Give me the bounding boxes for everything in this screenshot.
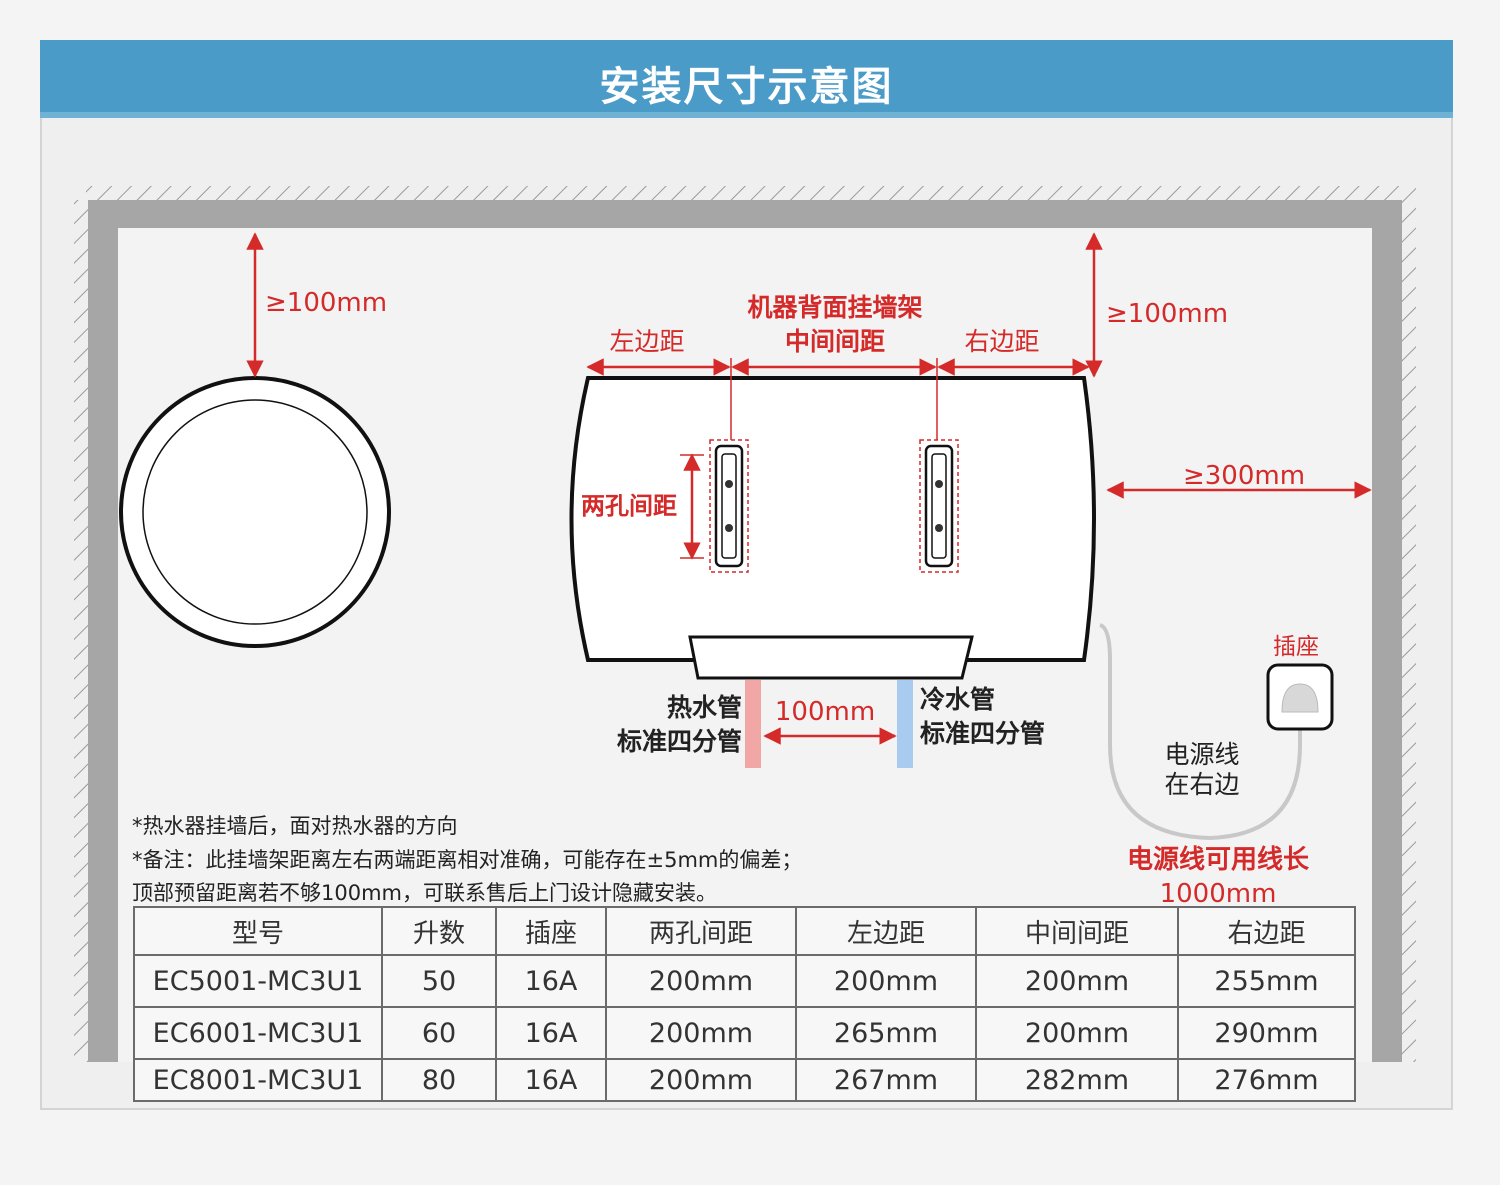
cell-left-margin: 267mm: [795, 1058, 977, 1102]
cell-socket: 16A: [495, 1058, 607, 1102]
power-cord-group: 插座 电源线 在右边 电源线可用线长 1000mm: [1099, 623, 1334, 909]
cell-middle-spacing: 282mm: [975, 1058, 1179, 1102]
cell-two-hole: 200mm: [605, 1006, 797, 1060]
header-model: 型号: [133, 906, 383, 956]
cell-middle-spacing: 200mm: [975, 954, 1179, 1008]
plug-icon: [1281, 683, 1319, 713]
header-socket: 插座: [495, 906, 607, 956]
cell-right-margin: 255mm: [1177, 954, 1356, 1008]
wall-hatch-top: [86, 186, 1416, 200]
power-cord-label: 电源线: [1164, 740, 1239, 769]
hot-pipe-label: 热水管: [667, 693, 742, 722]
title-banner: 安装尺寸示意图: [40, 40, 1453, 118]
cell-middle-spacing: 200mm: [975, 1006, 1179, 1060]
cell-socket: 16A: [495, 1006, 607, 1060]
socket-label: 插座: [1273, 634, 1319, 660]
spec-table: 型号 升数 插座 两孔间距 左边距 中间间距 右边距 EC5001-MC3U1 …: [133, 906, 1356, 1102]
pipes: 100mm 热水管 标准四分管 冷水管 标准四分管: [617, 680, 1045, 768]
table-row: EC8001-MC3U1 80 16A 200mm 267mm 282mm 27…: [133, 1058, 1356, 1102]
tank-body: [569, 376, 1096, 662]
table-header-row: 型号 升数 插座 两孔间距 左边距 中间间距 右边距: [133, 906, 1356, 956]
tank-side-outer: [119, 376, 391, 648]
right-margin-label: 右边距: [964, 327, 1039, 356]
cell-model: EC6001-MC3U1: [133, 1006, 383, 1060]
tank-side-view: ≥100mm: [119, 232, 391, 648]
cord-length-label: 电源线可用线长: [1127, 845, 1310, 875]
cell-two-hole: 200mm: [605, 1058, 797, 1102]
cold-pipe-spec: 标准四分管: [920, 719, 1045, 748]
table-row: EC6001-MC3U1 60 16A 200mm 265mm 200mm 29…: [133, 1006, 1356, 1060]
wall-bracket-right: [919, 439, 959, 573]
header-middle-spacing: 中间间距: [975, 906, 1179, 956]
cell-left-margin: 265mm: [795, 1006, 977, 1060]
rear-bracket-label: 机器背面挂墙架: [747, 293, 922, 322]
cord-length-value: 1000mm: [1160, 879, 1277, 909]
page-title: 安装尺寸示意图: [599, 64, 894, 110]
hot-water-pipe: [745, 680, 761, 768]
note-top-clearance: 顶部预留距离若不够100mm，可联系售后上门设计隐藏安装。: [132, 881, 717, 905]
table-row: EC5001-MC3U1 50 16A 200mm 200mm 200mm 25…: [133, 954, 1356, 1008]
cell-capacity: 50: [381, 954, 497, 1008]
two-hole-label: 两孔间距: [581, 492, 677, 520]
header-left-margin: 左边距: [795, 906, 977, 956]
cell-socket: 16A: [495, 954, 607, 1008]
note-tolerance: *备注：此挂墙架距离左右两端距离相对准确，可能存在±5mm的偏差；: [132, 848, 803, 872]
wall-left: [88, 200, 118, 1062]
cell-model: EC5001-MC3U1: [133, 954, 383, 1008]
header-capacity: 升数: [381, 906, 497, 956]
tank-bottom-panel: [688, 635, 974, 680]
cell-right-margin: 290mm: [1177, 1006, 1356, 1060]
wall-hatch-right: [1402, 200, 1416, 1062]
wall-top: [88, 200, 1402, 228]
note-orientation: *热水器挂墙后，面对热水器的方向: [132, 814, 458, 838]
power-cord-side-label: 在右边: [1164, 770, 1239, 799]
wall-right: [1372, 200, 1402, 1062]
cell-model: EC8001-MC3U1: [133, 1058, 383, 1102]
hot-pipe-spec: 标准四分管: [617, 727, 742, 756]
power-cord: [1099, 623, 1302, 841]
right-clearance-label: ≥300mm: [1183, 461, 1305, 491]
header-right-margin: 右边距: [1177, 906, 1356, 956]
tank-side-inner: [142, 399, 368, 625]
cell-right-margin: 276mm: [1177, 1058, 1356, 1102]
cold-water-pipe: [897, 680, 913, 768]
left-margin-label: 左边距: [609, 327, 684, 356]
header-two-hole: 两孔间距: [605, 906, 797, 956]
side-top-clearance-label: ≥100mm: [265, 288, 387, 318]
pipe-gap-label: 100mm: [775, 697, 875, 727]
cell-capacity: 80: [381, 1058, 497, 1102]
cell-left-margin: 200mm: [795, 954, 977, 1008]
middle-spacing-label: 中间间距: [785, 327, 885, 356]
top-clearance-label: ≥100mm: [1106, 299, 1228, 329]
wall-hatch-left: [74, 200, 88, 1062]
wall-bracket-left: [709, 439, 749, 573]
cell-capacity: 60: [381, 1006, 497, 1060]
cell-two-hole: 200mm: [605, 954, 797, 1008]
tank-front-view: 左边距 机器背面挂墙架 中间间距 右边距 ≥100mm ≥300mm 两孔间距: [569, 232, 1372, 680]
cold-pipe-label: 冷水管: [920, 685, 995, 714]
